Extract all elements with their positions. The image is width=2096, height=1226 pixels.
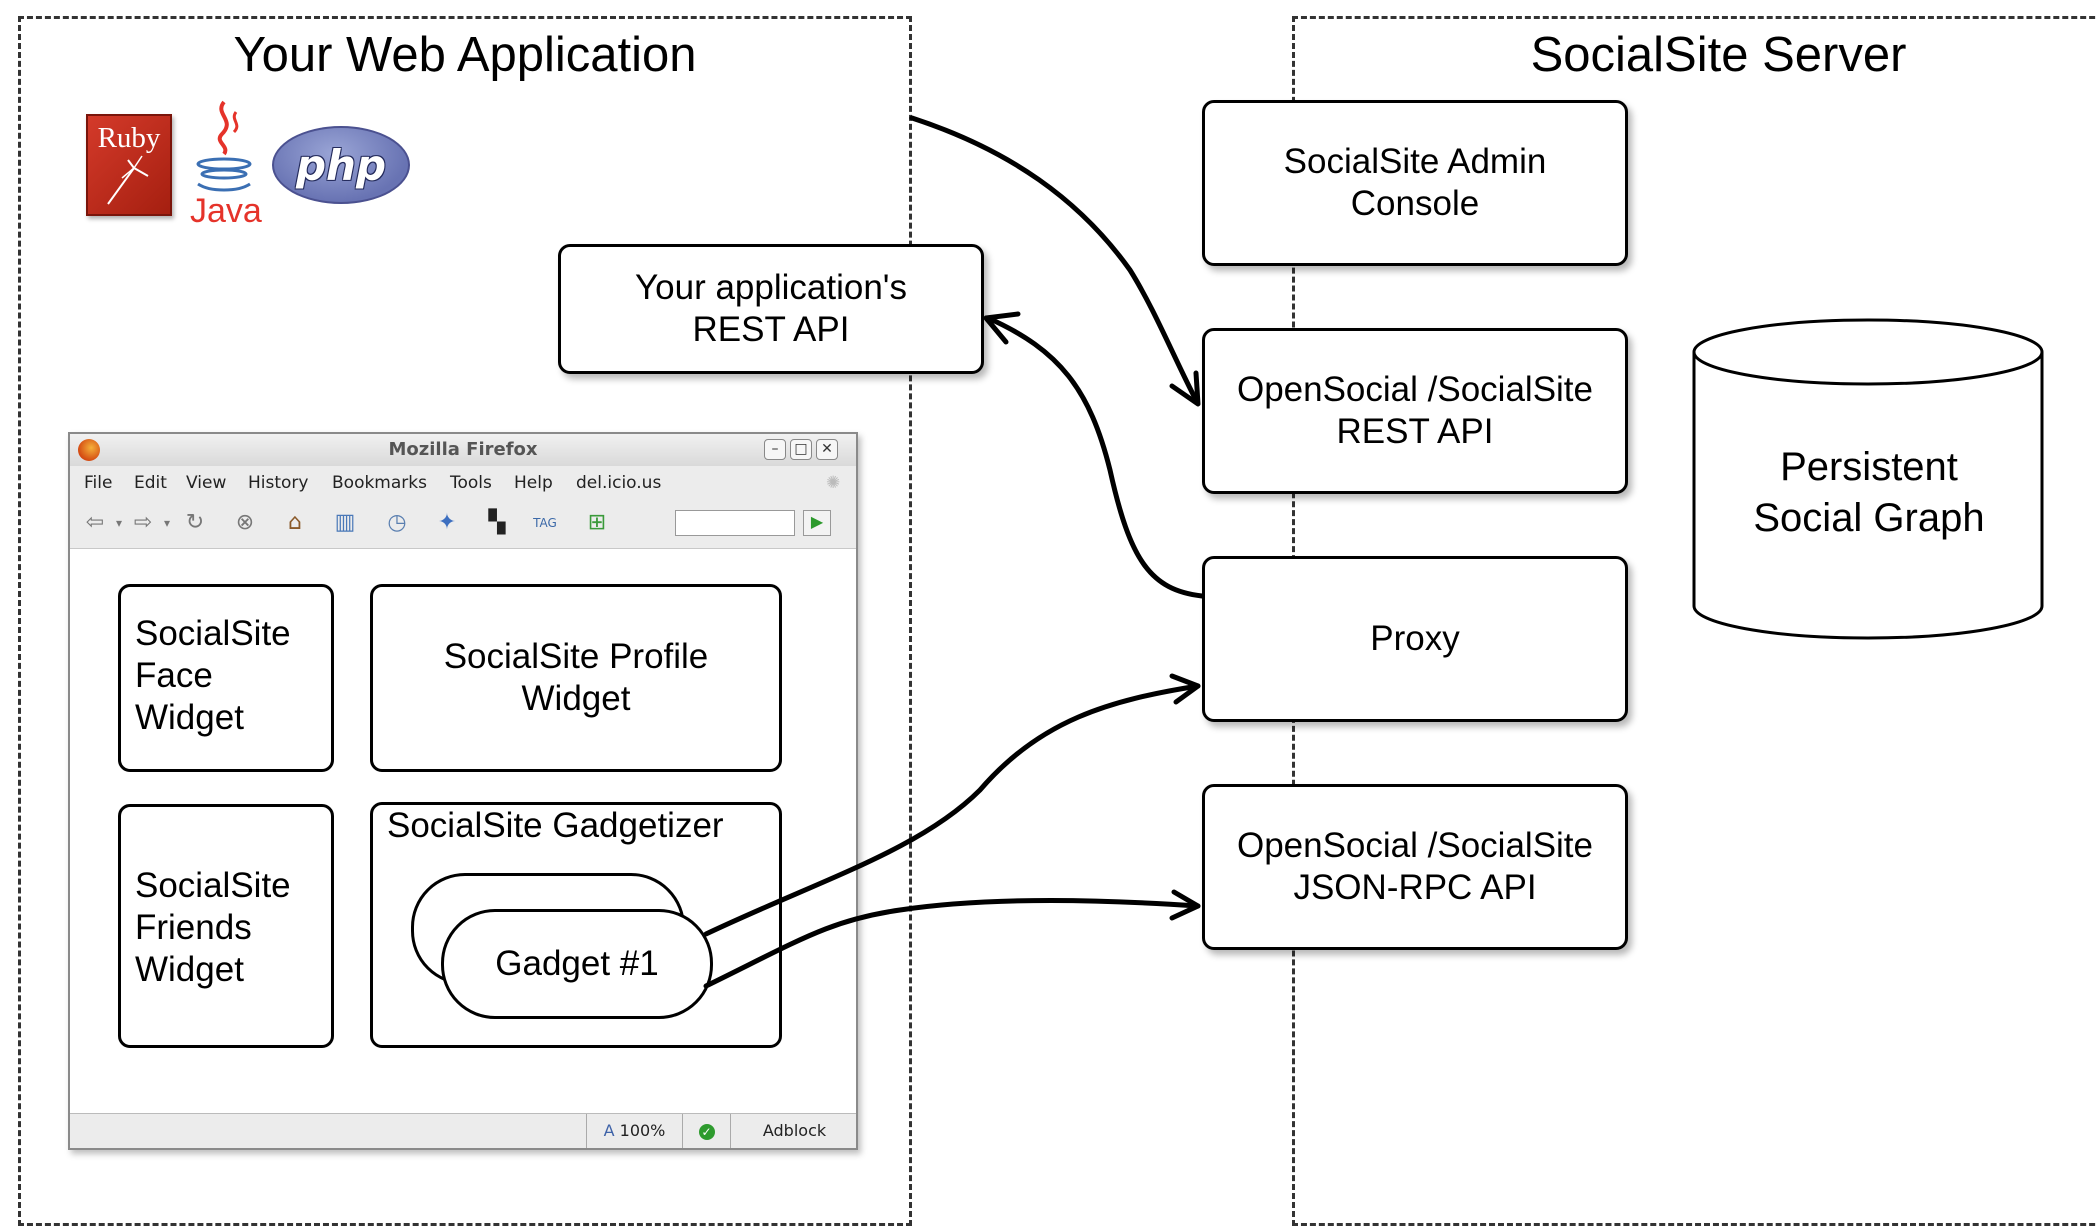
home-icon[interactable]: ⌂ bbox=[288, 510, 302, 535]
php-logo: php bbox=[272, 126, 410, 204]
minimize-icon[interactable]: – bbox=[764, 439, 786, 460]
ruby-gem-icon bbox=[107, 155, 149, 205]
menu-view[interactable]: View bbox=[186, 473, 227, 493]
profile-widget: SocialSite Profile Widget bbox=[370, 584, 782, 772]
maximize-icon[interactable]: □ bbox=[790, 439, 812, 460]
forward-icon[interactable]: ⇨ bbox=[133, 510, 153, 535]
check-icon: ✓ bbox=[698, 1124, 715, 1140]
ruby-logo: Ruby bbox=[86, 114, 172, 216]
throbber-icon: ✺ bbox=[826, 473, 841, 493]
arrowhead-rest bbox=[1169, 370, 1201, 407]
reload-icon[interactable]: ↻ bbox=[185, 510, 205, 535]
json-rpc-api-box: OpenSocial /SocialSite JSON-RPC API bbox=[1202, 784, 1628, 950]
browser-titlebar: Mozilla Firefox – □ ✕ bbox=[70, 434, 856, 467]
java-cup-icon bbox=[196, 100, 252, 192]
arrow-webapp-to-rest bbox=[909, 115, 1199, 403]
menu-delicious[interactable]: del.icio.us bbox=[576, 473, 662, 493]
firefox-window: Mozilla Firefox – □ ✕ File Edit View His… bbox=[68, 432, 858, 1150]
gadgetizer-container: SocialSite Gadgetizer Gadget #1 bbox=[370, 802, 782, 1048]
arrow-proxy-to-app-rest bbox=[985, 315, 1205, 599]
browser-statusbar: A 100% ✓ Adblock bbox=[70, 1113, 856, 1148]
menu-file[interactable]: File bbox=[84, 473, 113, 493]
app-rest-api-box: Your application's REST API bbox=[558, 244, 984, 374]
adblock-label: Adblock bbox=[762, 1121, 827, 1140]
menu-history[interactable]: History bbox=[248, 473, 309, 493]
php-logo-text: php bbox=[295, 141, 387, 190]
browser-menubar: File Edit View History Bookmarks Tools H… bbox=[70, 466, 856, 498]
stop-icon[interactable]: ⊗ bbox=[235, 510, 255, 535]
status-ok-cell[interactable]: ✓ bbox=[682, 1114, 730, 1148]
menu-bookmarks[interactable]: Bookmarks bbox=[332, 473, 427, 493]
arrow-gadget-to-proxy bbox=[703, 683, 1201, 937]
arrowhead-app-rest bbox=[983, 311, 1021, 345]
menu-help[interactable]: Help bbox=[514, 473, 553, 493]
web-application-title: Your Web Application bbox=[233, 28, 697, 82]
zoom-value: 100% bbox=[619, 1121, 666, 1140]
ruby-logo-text: Ruby bbox=[97, 122, 161, 154]
forward-dropdown-icon[interactable]: ▾ bbox=[163, 516, 171, 530]
proxy-box: Proxy bbox=[1202, 556, 1628, 722]
back-dropdown-icon[interactable]: ▾ bbox=[115, 516, 123, 530]
bookmarks-icon[interactable]: ▥ bbox=[334, 510, 356, 535]
arrowhead-proxy bbox=[1169, 673, 1201, 705]
history-icon[interactable]: ◷ bbox=[387, 510, 407, 535]
database-label: Persistent Social Graph bbox=[1753, 445, 1985, 540]
menu-tools[interactable]: Tools bbox=[450, 473, 492, 493]
java-logo-text: Java bbox=[190, 192, 262, 230]
back-icon[interactable]: ⇦ bbox=[85, 510, 105, 535]
firefox-logo-icon bbox=[78, 439, 100, 461]
delicious-icon[interactable]: ▚ bbox=[488, 510, 506, 535]
admin-console-box: SocialSite Admin Console bbox=[1202, 100, 1628, 266]
adblock-status[interactable]: Adblock bbox=[730, 1114, 858, 1148]
socialsite-server-title: SocialSite Server bbox=[1530, 28, 1907, 82]
arrow-gadget-to-jsonrpc bbox=[703, 897, 1201, 989]
database-cylinder bbox=[1692, 318, 2044, 640]
go-icon[interactable]: ▶ bbox=[803, 510, 831, 536]
browser-title: Mozilla Firefox bbox=[388, 439, 538, 460]
bird-icon[interactable]: ✦ bbox=[437, 510, 457, 535]
opensocial-rest-api-box: OpenSocial /SocialSite REST API bbox=[1202, 328, 1628, 494]
gadget-card: Gadget #1 bbox=[441, 909, 713, 1019]
java-logo: Java bbox=[184, 98, 264, 230]
friends-widget: SocialSite Friends Widget bbox=[118, 804, 334, 1048]
close-icon[interactable]: ✕ bbox=[816, 439, 838, 460]
zoom-icon: A bbox=[603, 1121, 615, 1140]
gadget-label: Gadget #1 bbox=[495, 944, 659, 983]
browser-toolbar: ⇦ ▾ ⇨ ▾ ↻ ⊗ ⌂ ▥ ◷ ✦ ▚ TAG ⊞ ▶ bbox=[70, 498, 856, 549]
url-input[interactable] bbox=[675, 510, 795, 536]
gadgetizer-title: SocialSite Gadgetizer bbox=[387, 806, 724, 845]
add-icon[interactable]: ⊞ bbox=[587, 510, 607, 535]
arrowhead-jsonrpc bbox=[1169, 889, 1201, 921]
face-widget: SocialSite Face Widget bbox=[118, 584, 334, 772]
zoom-indicator[interactable]: A 100% bbox=[586, 1114, 682, 1148]
menu-edit[interactable]: Edit bbox=[134, 473, 167, 493]
tag-icon[interactable]: TAG bbox=[533, 516, 557, 530]
